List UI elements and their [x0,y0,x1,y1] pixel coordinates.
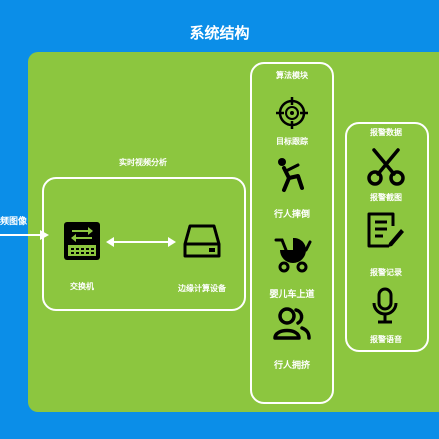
document-edit-icon [367,212,404,248]
falling-person-icon [278,158,304,192]
bidirectional-arrow [106,237,176,247]
scissors-icon [367,148,405,186]
microphone-icon [372,287,398,324]
alarm-panel-title: 报警数据 [370,128,402,137]
crowd-icon [273,307,311,340]
algo-item-label: 目标跟踪 [276,137,308,146]
algorithm-panel-title: 算法模块 [276,71,308,80]
algorithm-panel [250,62,334,404]
algo-item-label: 行人拥挤 [273,361,311,371]
algo-item-label: 婴儿车上道 [269,290,315,300]
video-analysis-panel [42,177,246,311]
algo-item-label: 行人摔倒 [273,210,311,220]
alarm-panel [345,122,429,352]
stroller-icon [274,237,312,273]
edge-device-icon [183,224,221,258]
diagram-title: 系统结构 [189,24,250,42]
alarm-item-label: 报警截图 [370,193,402,202]
alarm-item-label: 报警语音 [370,335,402,344]
edge-device-label: 边缘计算设备 [178,284,226,293]
input-label: 频图像 [0,217,28,227]
crosshair-icon [276,97,308,129]
video-panel-title: 实时视频分析 [119,158,167,167]
alarm-item-label: 报警记录 [370,268,402,277]
switch-icon [64,222,100,260]
switch-label: 交换机 [70,282,94,291]
